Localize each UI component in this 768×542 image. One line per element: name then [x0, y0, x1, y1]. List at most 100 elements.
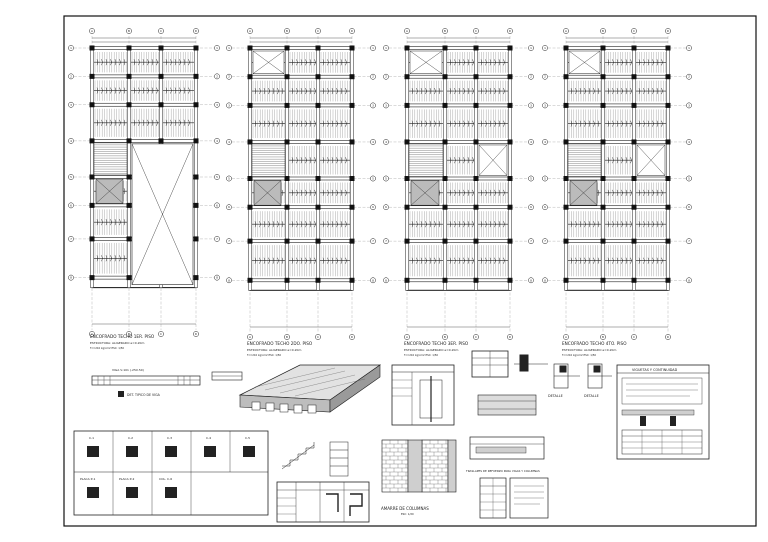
- col-label-1: C-1: [89, 436, 94, 440]
- grid-letter: B: [602, 29, 604, 33]
- grid-letter: B: [444, 335, 446, 339]
- grid-bubble: [442, 334, 448, 340]
- grid-letter: D: [195, 29, 197, 33]
- col-label-7: PLACA P-2: [119, 477, 134, 481]
- grid-number: 8: [216, 276, 218, 280]
- grid-bubble: [349, 334, 355, 340]
- grid-bubble: [600, 28, 606, 34]
- grid-bubble: [193, 28, 199, 34]
- grid-bubble: [126, 331, 132, 337]
- grid-bubble: [542, 45, 548, 51]
- grid-number: 7: [372, 239, 374, 243]
- grid-number: 8: [530, 278, 532, 282]
- grid-number: 4: [228, 140, 230, 144]
- col-label-5: C-5: [245, 436, 250, 440]
- grid-number: 2: [70, 74, 72, 78]
- grid-number: 2: [228, 75, 230, 79]
- column-sections: [73, 430, 269, 516]
- grid-number: 7: [530, 239, 532, 243]
- grid-bubble: [68, 236, 74, 242]
- grid-number: 8: [228, 278, 230, 282]
- grid-bubble: [370, 73, 376, 80]
- grid-bubble: [370, 238, 376, 244]
- beam-detail-label: DET. TIPICO DE VIGA: [127, 393, 161, 397]
- grid-number: 3: [385, 103, 387, 107]
- grid-letter: C: [475, 29, 477, 33]
- grid-bubble: [507, 334, 513, 340]
- grid-number: 5: [544, 177, 546, 181]
- grid-bubble: [563, 334, 569, 340]
- detalle-blocks: [553, 363, 612, 389]
- grid-number: 5: [372, 177, 374, 181]
- grid-letter: A: [565, 335, 567, 339]
- grid-bubble: [214, 174, 220, 180]
- grid-bubble: [542, 238, 548, 244]
- brick-column-detail: AMARRE DE COLUMNAS ESC: 1/20: [381, 439, 457, 516]
- grid-bubble: [214, 138, 220, 144]
- grid-number: 5: [688, 177, 690, 181]
- lower-right-details: [469, 436, 549, 519]
- grid-letter: D: [351, 335, 353, 339]
- plan-subtitle-2: ESTRUCTURA: ALIGERADO e=0.20m: [247, 348, 301, 352]
- plan-subtitle-3: ESTRUCTURA: ALIGERADO e=0.20m: [404, 348, 458, 352]
- col-label-2: C-2: [128, 436, 133, 440]
- grid-number: 2: [544, 75, 546, 79]
- grid-number: 1: [688, 46, 690, 50]
- anchorage-table: [391, 364, 455, 426]
- grid-bubble: [214, 101, 220, 108]
- grid-letter: B: [444, 29, 446, 33]
- column-section-labels: C-1 C-2 C-3 C-4 C-5 PLACA P-1 PLACA P-2 …: [80, 436, 250, 481]
- grid-number: 1: [372, 46, 374, 50]
- grid-bubble: [214, 73, 220, 80]
- grid-bubble: [686, 175, 692, 182]
- grid-letter: A: [565, 29, 567, 33]
- grid-bubble: [226, 277, 232, 284]
- grid-bubble: [370, 139, 376, 145]
- grid-bubble: [247, 334, 253, 340]
- grid-bubble: [542, 139, 548, 145]
- grid-number: 3: [372, 103, 374, 107]
- grid-letter: D: [195, 332, 197, 336]
- grid-bubble: [528, 175, 534, 182]
- grid-bubble: [631, 28, 637, 34]
- grid-bubble: [214, 202, 220, 209]
- grid-bubble: [68, 101, 74, 108]
- grid-number: 4: [70, 139, 72, 143]
- grid-bubble: [528, 139, 534, 145]
- grid-number: 2: [216, 74, 218, 78]
- grid-bubble: [542, 204, 548, 211]
- detalle-a: DETALLE: [548, 394, 563, 398]
- grid-number: 1: [228, 46, 230, 50]
- grid-number: 7: [688, 239, 690, 243]
- grid-bubble: [349, 28, 355, 34]
- col-label-4: C-4: [206, 436, 211, 440]
- grid-number: 3: [530, 103, 532, 107]
- plan-note-1: f'c=210 kg/cm2 ESC: 1/50: [90, 346, 124, 350]
- vigueta-specs: [616, 364, 710, 460]
- col-label-8: COL. C-6: [159, 477, 172, 481]
- grid-bubble: [383, 73, 389, 80]
- plan-title-3: ENCOFRADO TECHO 3ER. PISO: [404, 341, 469, 346]
- grid-bubble: [68, 138, 74, 144]
- grid-bubble: [528, 204, 534, 211]
- grid-number: 4: [372, 140, 374, 144]
- grid-bubble: [686, 73, 692, 80]
- grid-bubble: [370, 102, 376, 109]
- grid-number: 5: [70, 175, 72, 179]
- grid-bubble: [686, 102, 692, 109]
- grid-letter: A: [91, 332, 93, 336]
- grid-bubble: [563, 28, 569, 34]
- grid-letter: B: [602, 335, 604, 339]
- grid-bubble: [214, 236, 220, 242]
- grid-bubble: [686, 277, 692, 284]
- grid-bubble: [542, 73, 548, 80]
- traslapes-caption: TRASLAPES DE REFUERZO PARA VIGAS Y COLUM…: [465, 469, 540, 473]
- rebar-schedule: [276, 481, 370, 523]
- grid-letter: B: [286, 29, 288, 33]
- grid-bubble: [126, 28, 132, 34]
- grid-bubble: [226, 175, 232, 182]
